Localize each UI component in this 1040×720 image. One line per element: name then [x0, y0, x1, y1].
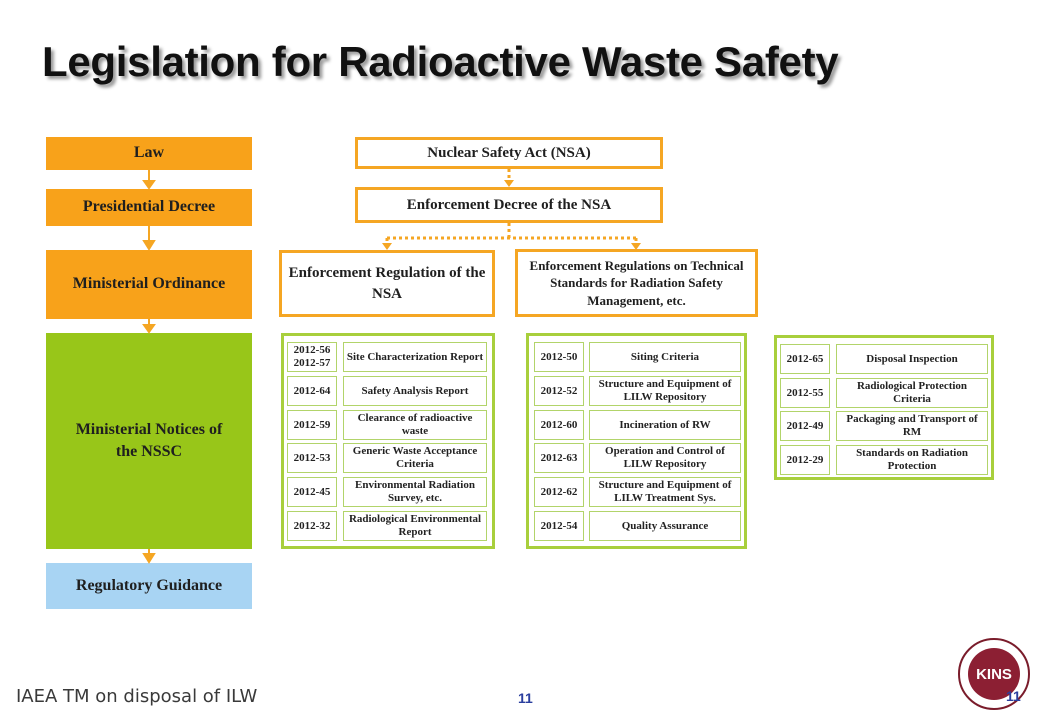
hierarchy-regulatory-guidance: Regulatory Guidance — [46, 563, 252, 609]
notice-title: Environmental Radiation Survey, etc. — [343, 477, 487, 507]
notice-title: Structure and Equipment of LILW Reposito… — [589, 376, 741, 406]
hierarchy-ministerial-ordinance: Ministerial Ordinance — [46, 250, 252, 319]
hierarchy-law: Law — [46, 137, 252, 170]
notice-code: 2012-55 — [780, 378, 830, 408]
notice-code: 2012-29 — [780, 445, 830, 475]
footer-text: IAEA TM on disposal of ILW — [16, 686, 258, 707]
notice-code: 2012-65 — [780, 344, 830, 374]
page-number: 11 — [518, 690, 533, 706]
enforcement-decree-box: Enforcement Decree of the NSA — [355, 187, 663, 223]
notice-code: 2012-60 — [534, 410, 584, 440]
notice-title: Structure and Equipment of LILW Treatmen… — [589, 477, 741, 507]
notice-title: Safety Analysis Report — [343, 376, 487, 406]
notice-code: 2012-59 — [287, 410, 337, 440]
notice-title: Operation and Control of LILW Repository — [589, 443, 741, 473]
notice-title: Siting Criteria — [589, 342, 741, 372]
notice-code: 2012-49 — [780, 411, 830, 441]
notice-title: Site Characterization Report — [343, 342, 487, 372]
notice-title: Generic Waste Acceptance Criteria — [343, 443, 487, 473]
hierarchy-presidential-decree: Presidential Decree — [46, 189, 252, 226]
notice-code: 2012-32 — [287, 511, 337, 541]
enforcement-regulations-technical-box: Enforcement Regulations on Technical Sta… — [515, 249, 758, 317]
enforcement-regulation-box: Enforcement Regulation of the NSA — [279, 250, 495, 317]
hierarchy-ministerial-notices: Ministerial Notices of the NSSC — [46, 333, 252, 549]
kins-logo-mark: KINS — [968, 648, 1020, 700]
nsa-box: Nuclear Safety Act (NSA) — [355, 137, 663, 169]
notice-code: 2012-56 2012-57 — [287, 342, 337, 372]
notice-title: Disposal Inspection — [836, 344, 988, 374]
notice-code: 2012-54 — [534, 511, 584, 541]
notice-title: Quality Assurance — [589, 511, 741, 541]
kins-logo: KINS — [958, 638, 1030, 710]
notice-title: Standards on Radiation Protection — [836, 445, 988, 475]
notice-code: 2012-52 — [534, 376, 584, 406]
notice-title: Packaging and Transport of RM — [836, 411, 988, 441]
notice-code: 2012-53 — [287, 443, 337, 473]
page-title: Legislation for Radioactive Waste Safety — [42, 38, 839, 85]
notice-code: 2012-63 — [534, 443, 584, 473]
notice-code: 2012-45 — [287, 477, 337, 507]
notice-title: Radiological Environmental Report — [343, 511, 487, 541]
notice-title: Radiological Protection Criteria — [836, 378, 988, 408]
logo-page-number: 11 — [1006, 688, 1021, 704]
notice-code: 2012-64 — [287, 376, 337, 406]
notice-title: Incineration of RW — [589, 410, 741, 440]
notice-code: 2012-62 — [534, 477, 584, 507]
notice-code: 2012-50 — [534, 342, 584, 372]
notice-title: Clearance of radioactive waste — [343, 410, 487, 440]
